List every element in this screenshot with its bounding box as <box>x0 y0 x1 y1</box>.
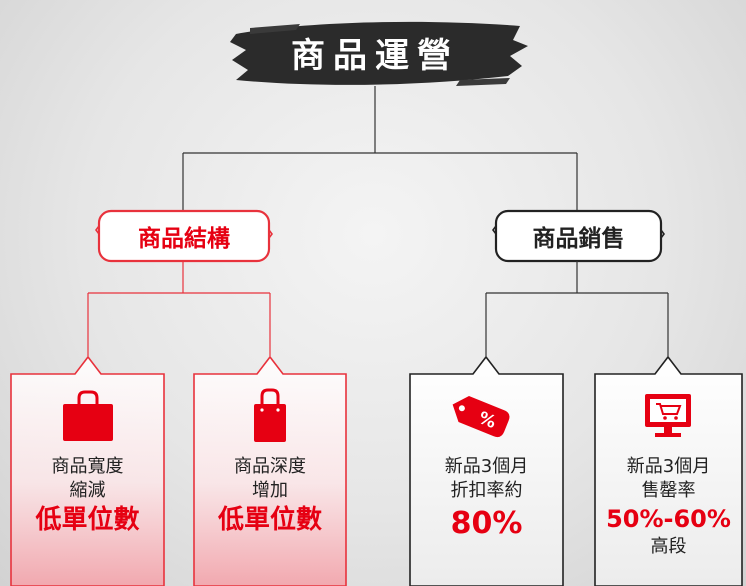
shopping-bag-icon <box>63 390 113 441</box>
card-discount-line2: 折扣率約 <box>450 480 523 502</box>
card-frame-depth <box>193 355 347 586</box>
card-depth-text: 商品深度 增加 低單位數 <box>194 455 346 537</box>
card-sellthrough-line3: 高段 <box>650 535 687 557</box>
branch-frame-structure <box>95 209 273 263</box>
card-width-highlight: 低單位數 <box>35 504 140 535</box>
card-width-line2: 縮減 <box>69 480 106 502</box>
sales-connectors <box>485 261 669 356</box>
card-depth-highlight: 低單位數 <box>217 504 322 535</box>
top-connectors <box>182 86 578 210</box>
discount-tag-icon: % <box>452 396 510 438</box>
card-frame-width <box>10 355 165 586</box>
branch-label-structure: 商品結構 <box>138 226 230 252</box>
card-width-text: 商品寬度 縮減 低單位數 <box>11 455 164 537</box>
card-sellthrough-highlight: 50%-60% <box>606 504 731 533</box>
title-brush-stroke <box>230 21 528 86</box>
card-depth-line1: 商品深度 <box>234 456 306 477</box>
card-frame-sellthrough <box>594 355 743 586</box>
card-sellthrough-line1: 新品3個月 <box>626 456 711 477</box>
card-depth-line2: 增加 <box>252 480 288 502</box>
branch-frame-sales <box>492 209 665 263</box>
diagram-title: 商品運營 <box>291 35 459 76</box>
structure-connectors <box>87 261 271 356</box>
card-discount-highlight: 80% <box>450 505 523 541</box>
card-width-line1: 商品寬度 <box>51 456 124 477</box>
card-frame-discount <box>409 355 564 586</box>
cart-monitor-icon <box>645 394 691 437</box>
shopping-bag-tall-icon <box>254 388 286 442</box>
svg-text:%: % <box>475 408 498 433</box>
card-discount-text: 新品3個月 折扣率約 80% <box>410 455 563 543</box>
branch-label-sales: 商品銷售 <box>532 226 625 252</box>
card-sellthrough-line2: 售罄率 <box>641 480 696 502</box>
card-sellthrough-text: 新品3個月 售罄率 50%-60% 高段 <box>595 455 742 559</box>
card-discount-line1: 新品3個月 <box>444 456 529 477</box>
